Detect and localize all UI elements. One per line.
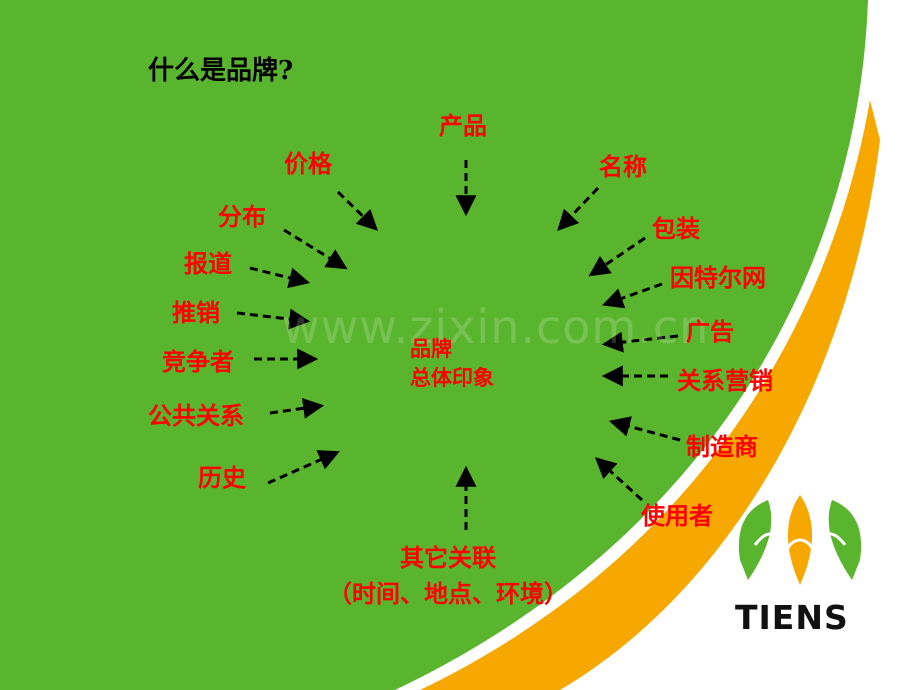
label-product: 产品	[439, 111, 487, 140]
label-tiens-net: 因特尔网	[670, 263, 766, 292]
center-label: 品牌 总体印象	[410, 334, 494, 392]
logo-wordmark: TIENS	[735, 598, 849, 637]
label-manufacturer: 制造商	[686, 432, 758, 461]
label-relationship-marketing: 关系营销	[677, 366, 773, 395]
arrow-promotion	[236, 308, 311, 330]
watermark: www.zixin.com.cn	[282, 300, 710, 354]
arrow-public-relations	[269, 397, 325, 419]
label-competitor: 竞争者	[162, 347, 234, 376]
center-label-line1: 品牌	[410, 336, 452, 361]
arrow-distribution	[283, 228, 348, 270]
label-advertising: 广告	[686, 317, 734, 346]
arrow-price	[336, 190, 379, 231]
arrow-name	[557, 186, 600, 232]
label-public-relations: 公共关系	[148, 401, 244, 430]
arrow-packaging	[588, 236, 646, 277]
arrow-user	[594, 457, 644, 502]
label-distribution: 分布	[218, 202, 266, 231]
label-name: 名称	[599, 152, 647, 181]
label-other-line1: 其它关联	[400, 543, 496, 572]
orange-swoosh	[420, 100, 880, 690]
label-other-line2: （时间、地点、环境）	[328, 579, 568, 608]
label-history: 历史	[198, 463, 246, 492]
arrow-reports	[249, 266, 311, 289]
label-price: 价格	[284, 149, 332, 178]
arrow-tiens-net	[602, 282, 663, 309]
label-packaging: 包装	[652, 214, 700, 243]
label-reports: 报道	[184, 249, 232, 278]
green-area	[0, 0, 868, 690]
arrow-manufacturer	[608, 416, 681, 442]
label-user: 使用者	[641, 501, 713, 530]
label-promotion: 推销	[172, 298, 220, 327]
center-label-line2: 总体印象	[410, 365, 494, 390]
page-title: 什么是品牌?	[148, 56, 294, 86]
tiens-logo-icon	[738, 495, 862, 585]
